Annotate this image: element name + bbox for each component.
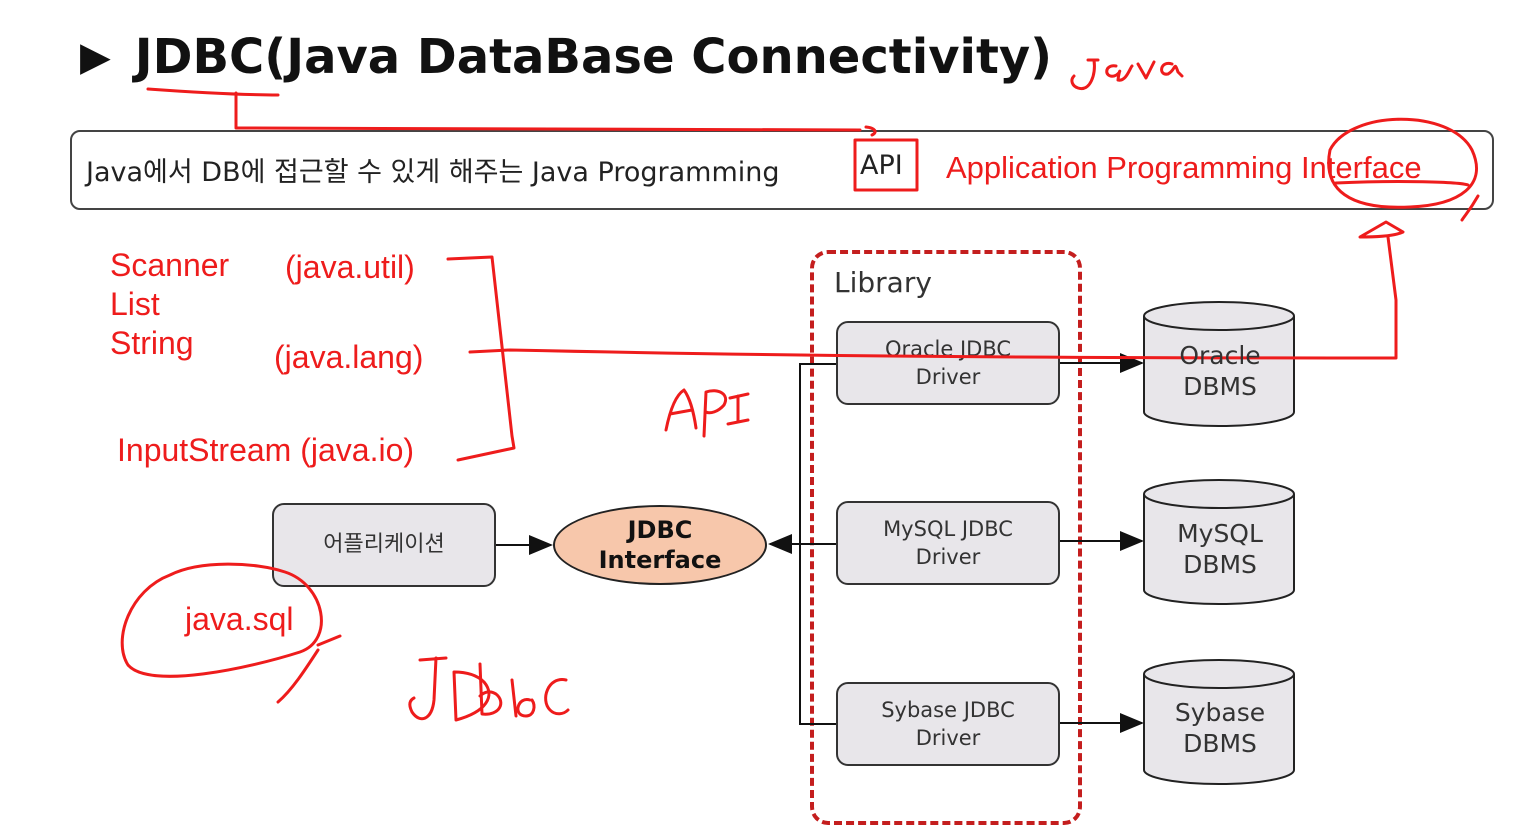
dbms-label-line1: MySQL bbox=[1177, 519, 1263, 548]
driver-label-line1: Sybase JDBC bbox=[881, 698, 1015, 722]
java-sql-circle bbox=[120, 562, 323, 678]
driver-label-line2: Driver bbox=[915, 726, 981, 750]
dbms-label-line2: DBMS bbox=[1183, 372, 1257, 401]
dbms-label-line2: DBMS bbox=[1183, 550, 1257, 579]
jdbc-interface-line2: Interface bbox=[598, 546, 722, 574]
api-expansion-note: Application Programming Interface bbox=[946, 150, 1422, 185]
mysql-driver-box: MySQL JDBC Driver bbox=[836, 501, 1060, 585]
note-java-util: (java.util) bbox=[285, 249, 415, 285]
application-label: 어플리케이션 bbox=[323, 532, 445, 557]
jdbc-interface-line1: JDBC bbox=[627, 516, 693, 544]
definition-text: Java에서 DB에 접근할 수 있게 해주는 Java Programming bbox=[86, 157, 780, 188]
handwritten-annotations bbox=[120, 58, 1480, 722]
title-text: JDBC(Java DataBase Connectivity) bbox=[134, 29, 1053, 85]
note-scanner: Scanner bbox=[110, 247, 230, 283]
connector-lines bbox=[496, 353, 1144, 733]
interface-circle bbox=[1327, 117, 1478, 209]
sybase-driver-box: Sybase JDBC Driver bbox=[836, 682, 1060, 766]
driver-label-line1: MySQL JDBC bbox=[883, 517, 1013, 541]
api-highlight-box bbox=[853, 138, 919, 192]
jdbc-interface-node: JDBC Interface bbox=[553, 505, 767, 585]
driver-label-line2: Driver bbox=[915, 545, 981, 569]
application-box: 어플리케이션 bbox=[272, 503, 496, 587]
dbms-label-line1: Sybase bbox=[1174, 698, 1266, 727]
note-string: String bbox=[110, 325, 194, 361]
note-list: List bbox=[110, 286, 160, 322]
note-java-lang: (java.lang) bbox=[274, 339, 424, 375]
driver-label-line2: Driver bbox=[915, 365, 981, 389]
mysql-dbms-cylinder bbox=[1143, 479, 1295, 605]
play-triangle-icon: ▶ bbox=[80, 34, 111, 80]
library-label: Library bbox=[834, 266, 932, 299]
dbms-label-line2: DBMS bbox=[1183, 729, 1257, 758]
oracle-dbms-cylinder bbox=[1143, 301, 1295, 427]
oracle-dbms-label: Oracle DBMS bbox=[1144, 340, 1296, 402]
interface-underline bbox=[1334, 180, 1470, 187]
note-inputstream: InputStream (java.io) bbox=[117, 432, 415, 468]
sybase-dbms-label: Sybase DBMS bbox=[1144, 697, 1296, 759]
api-word: API bbox=[860, 150, 903, 181]
page-title: ▶ JDBC(Java DataBase Connectivity) bbox=[80, 22, 1052, 92]
dbms-label-line1: Oracle bbox=[1179, 341, 1261, 370]
sybase-dbms-cylinder bbox=[1143, 659, 1295, 785]
oracle-driver-box: Oracle JDBC Driver bbox=[836, 321, 1060, 405]
mysql-dbms-label: MySQL DBMS bbox=[1144, 518, 1296, 580]
note-java-sql: java.sql bbox=[185, 601, 294, 637]
